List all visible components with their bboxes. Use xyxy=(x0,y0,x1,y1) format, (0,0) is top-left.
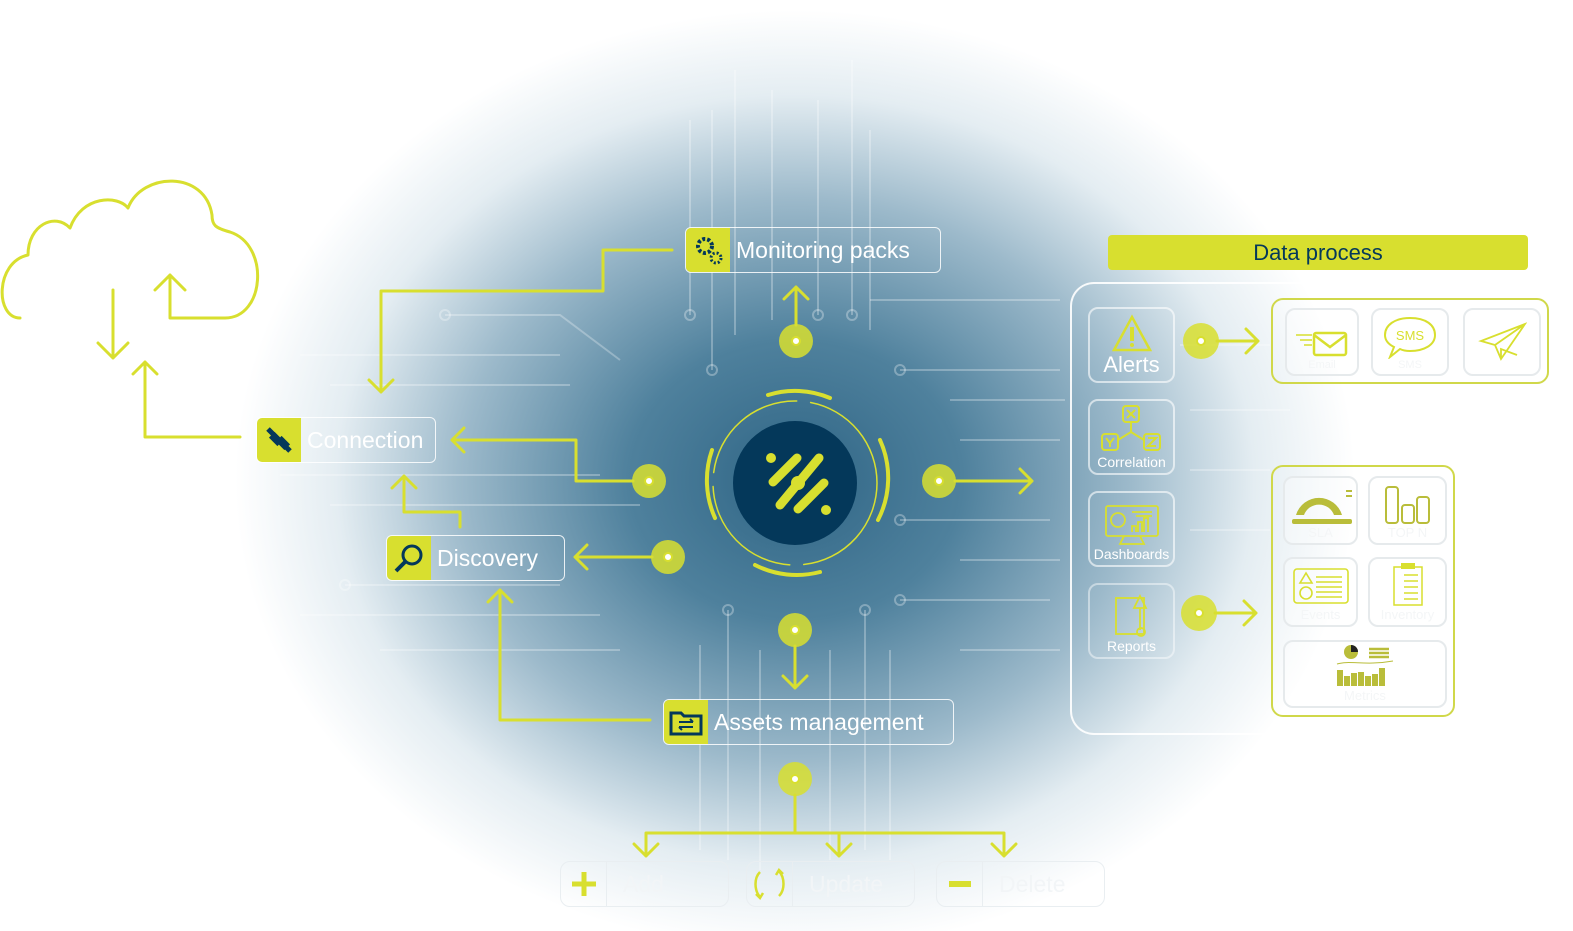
sla-tile[interactable]: SLA xyxy=(1283,476,1358,545)
dashboards-tile[interactable]: Dashboards xyxy=(1088,491,1175,567)
connection-label: Connection xyxy=(307,426,424,453)
update-button[interactable]: Update xyxy=(746,861,915,907)
svg-text:SMS: SMS xyxy=(1396,328,1425,343)
minus-icon xyxy=(937,862,983,906)
assets-management-label: Assets management xyxy=(714,708,924,735)
warning-icon xyxy=(1111,314,1152,352)
assets-management-node[interactable]: Assets management xyxy=(663,699,954,745)
reports-label: Reports xyxy=(1106,638,1157,654)
correlation-tile[interactable]: Correlation xyxy=(1088,399,1175,475)
dashboards-label: Dashboards xyxy=(1093,546,1170,562)
reports-group xyxy=(1271,465,1455,717)
plug-icon xyxy=(257,418,301,462)
update-label: Update xyxy=(809,870,884,897)
delete-label: Delete xyxy=(999,870,1066,897)
delete-button[interactable]: Delete xyxy=(936,861,1105,907)
discovery-node[interactable]: Discovery xyxy=(386,535,565,581)
email-label: Email xyxy=(1308,359,1336,371)
notification-group xyxy=(1271,298,1549,384)
sla-label: SLA xyxy=(1308,525,1333,540)
inventory-label: Inventory xyxy=(1380,607,1435,622)
folder-icon xyxy=(664,700,708,744)
monitoring-packs-node[interactable]: Monitoring packs xyxy=(685,227,941,273)
events-tile[interactable]: Events xyxy=(1283,557,1358,627)
sla-gauge-icon xyxy=(1291,490,1352,524)
events-list-icon xyxy=(1292,568,1349,604)
alerts-label: Alerts xyxy=(1103,352,1160,377)
reports-tile[interactable]: Reports xyxy=(1088,583,1175,659)
report-notebook-icon xyxy=(1114,594,1147,637)
sms-tile[interactable]: SMS SMS xyxy=(1371,308,1449,376)
sms-bubble-icon: SMS xyxy=(1383,316,1437,359)
email-tile[interactable]: Email xyxy=(1285,308,1359,376)
refresh-icon xyxy=(747,862,793,906)
bar-columns-icon xyxy=(1384,486,1430,524)
paper-plane-icon xyxy=(1478,321,1527,361)
clipboard-icon xyxy=(1392,563,1423,606)
alerts-tile[interactable]: Alerts xyxy=(1088,307,1175,383)
correlation-label: Correlation xyxy=(1097,454,1166,470)
inventory-tile[interactable]: Inventory xyxy=(1368,557,1447,627)
events-label: Events xyxy=(1300,607,1341,622)
top-n-label: TOP N xyxy=(1387,525,1428,540)
connection-node[interactable]: Connection xyxy=(256,417,436,463)
send-tile[interactable] xyxy=(1463,308,1541,376)
add-label: Add xyxy=(623,870,664,897)
metrics-chart-icon xyxy=(1336,645,1394,686)
gears-icon xyxy=(686,228,730,272)
discovery-label: Discovery xyxy=(437,544,538,571)
data-process-panel xyxy=(1070,282,1573,735)
cloud-icon xyxy=(0,179,260,320)
monitor-chart-icon xyxy=(1104,505,1159,545)
plus-icon xyxy=(561,862,607,906)
add-button[interactable]: Add xyxy=(560,861,729,907)
sms-label: SMS xyxy=(1398,359,1422,371)
xyz-correlation-icon xyxy=(1100,405,1161,451)
top-n-tile[interactable]: TOP N xyxy=(1368,476,1447,545)
magnifier-icon xyxy=(387,536,431,580)
central-logo xyxy=(704,388,891,577)
email-icon xyxy=(1296,331,1348,357)
metrics-label: Metrics xyxy=(1344,688,1386,703)
metrics-tile[interactable]: Metrics xyxy=(1283,640,1447,708)
monitoring-packs-label: Monitoring packs xyxy=(736,236,910,263)
data-process-banner: Data process xyxy=(1108,235,1528,270)
flow-dots xyxy=(632,323,1219,796)
